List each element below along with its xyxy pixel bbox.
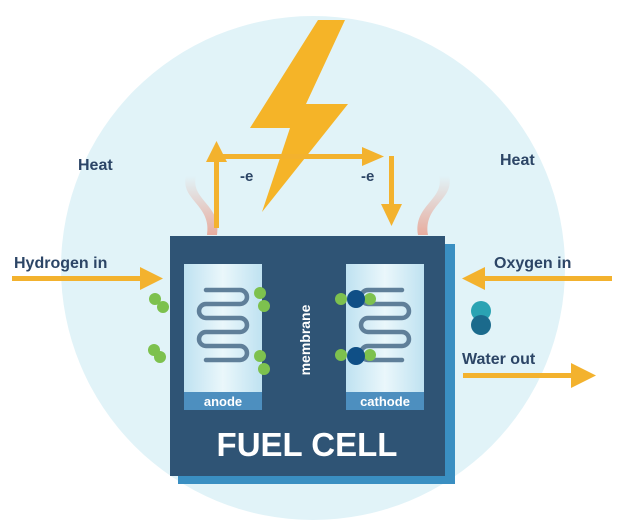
water-out-label: Water out (462, 351, 536, 368)
electron-flow-arrows (206, 141, 402, 228)
water-out-arrow-icon (463, 363, 596, 388)
heat-right-label: Heat (500, 152, 535, 169)
lightning-bolt-icon (250, 20, 348, 212)
hydrogen-molecules (148, 287, 376, 375)
cathode-label: cathode (360, 394, 410, 409)
water-molecule (471, 301, 491, 335)
oxygen-in-arrow-icon (462, 267, 612, 290)
fuel-cell-title: FUEL CELL (217, 426, 398, 463)
anode-label: anode (204, 394, 242, 409)
heat-wave-icon (417, 176, 450, 235)
heat-left-label: Heat (78, 157, 113, 174)
oxygen-in-label: Oxygen in (494, 255, 571, 272)
electron-right-label: -e (361, 168, 374, 185)
hydrogen-in-arrow-icon (12, 267, 163, 290)
oxygen-molecules (347, 290, 365, 365)
membrane-label: membrane (297, 304, 313, 375)
hydrogen-in-label: Hydrogen in (14, 255, 107, 272)
cathode-electrode (346, 264, 424, 410)
anode-electrode (184, 264, 262, 410)
electron-left-label: -e (240, 168, 253, 185)
heat-wave-icon (185, 176, 218, 235)
